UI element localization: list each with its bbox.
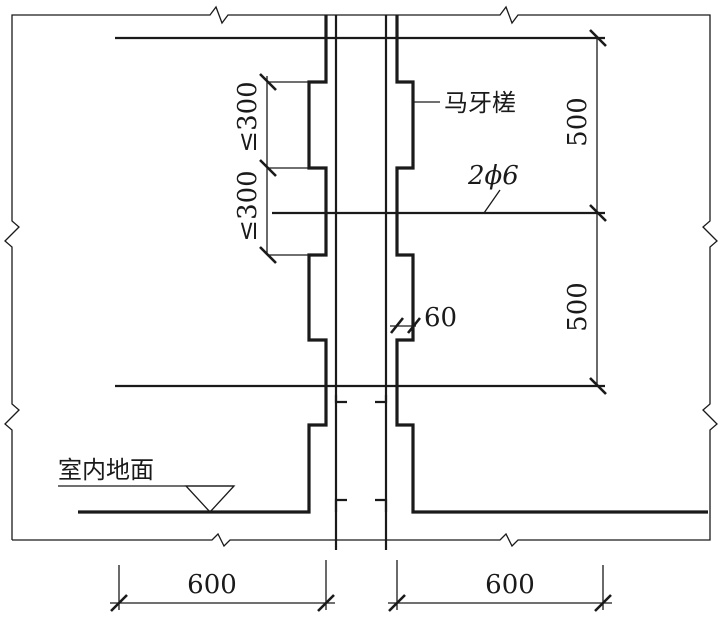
toothed-joint-label: 马牙槎 — [444, 89, 516, 117]
hook-right-bottom — [375, 498, 388, 512]
dimension-vertical-left: ≤300 ≤300 — [233, 73, 309, 264]
floor-label: 室内地面 — [58, 456, 154, 484]
dimension-horizontal-bottom: 600 600 — [110, 560, 612, 612]
step-tick-1 — [259, 73, 277, 91]
floor-level-triangle-icon — [184, 485, 236, 513]
tick-right-inner — [388, 594, 406, 612]
drawing-border — [4, 5, 718, 548]
dim-tick-bottom — [589, 377, 607, 395]
dimension-offset: 60 — [389, 303, 457, 334]
leader-rebar: 2ϕ6 — [467, 161, 519, 214]
toothed-joint — [78, 15, 708, 514]
leader-line-rebar — [483, 189, 501, 214]
dim-step-lower: ≤300 — [233, 170, 263, 241]
column-core — [334, 15, 388, 550]
hook-left-top — [334, 395, 347, 404]
tick-left-outer — [110, 594, 128, 612]
tick-right-outer — [594, 594, 612, 612]
floor-level-marker: 室内地面 — [58, 456, 236, 513]
extent-left-label: 600 — [187, 570, 237, 600]
offset-tick-left — [389, 317, 405, 334]
border-outline — [4, 5, 718, 548]
offset-label: 60 — [424, 303, 457, 333]
offset-tick-right — [406, 317, 422, 334]
toothed-joint-left — [78, 15, 328, 514]
leader-toothed-joint: 马牙槎 — [413, 89, 516, 117]
dim-spacing-lower: 500 — [563, 282, 593, 332]
rebar-label: 2ϕ6 — [467, 161, 519, 191]
dim-tick-middle — [589, 204, 607, 222]
dim-tick-top — [589, 29, 607, 47]
dim-spacing-upper: 500 — [563, 97, 593, 147]
tie-rebars — [115, 36, 605, 388]
step-tick-2 — [259, 159, 277, 177]
extent-right-label: 600 — [485, 570, 535, 600]
hook-left-bottom — [334, 498, 347, 512]
toothed-joint-right — [395, 15, 708, 514]
step-tick-3 — [259, 246, 277, 264]
dim-step-upper: ≤300 — [233, 81, 263, 152]
tick-left-inner — [317, 594, 335, 612]
hook-right-top — [375, 395, 388, 404]
dimension-vertical-right: 500 500 — [563, 29, 607, 395]
